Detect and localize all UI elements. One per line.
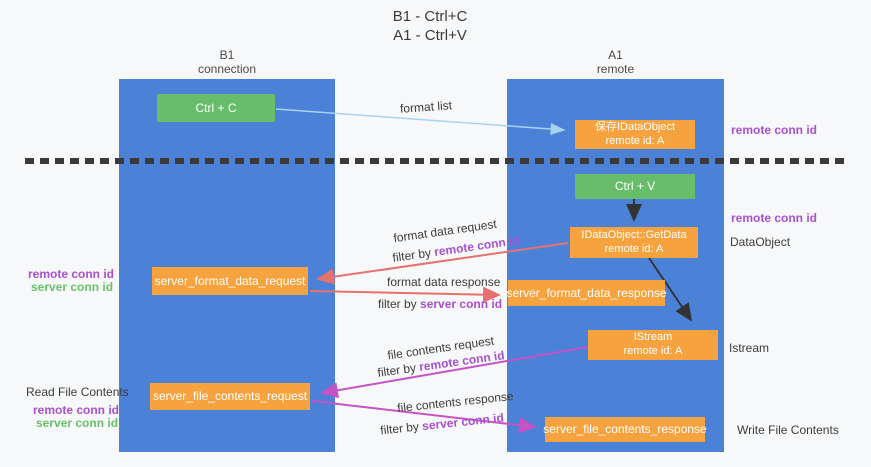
node-file-response-label: server_file_contents_response	[543, 422, 707, 436]
arrow-file-contents-response	[311, 400, 537, 434]
lane-b1-role: connection	[197, 62, 257, 76]
node-getdata-line2: remote id: A	[604, 242, 664, 255]
node-server-file-contents-response: server_file_contents_response	[543, 417, 707, 442]
annotation-istream: Istream	[729, 341, 770, 355]
node-format-response-label: server_format_data_response	[506, 285, 667, 300]
label-filter-by-server-1: filter by server conn id	[378, 297, 502, 311]
node-ctrl-v-label: Ctrl + V	[614, 179, 656, 193]
node-server-file-contents-request: server_file_contents_request	[150, 383, 310, 410]
arrow-file-contents-request	[320, 346, 589, 399]
node-istream-line2: remote id: A	[623, 345, 683, 357]
node-ctrl-v: Ctrl + V	[575, 174, 695, 199]
lane-a1-name: A1	[608, 48, 623, 62]
label-format-data-response: format data response	[387, 275, 500, 289]
server-conn-id-text: server conn id	[420, 297, 503, 311]
annotation-dataobject: DataObject	[730, 235, 791, 249]
diagram-title: B1 - Ctrl+C A1 - Ctrl+V	[0, 7, 860, 45]
annotation-remote-conn-id-mid: remote conn id	[731, 211, 818, 225]
node-save-idataobject: 保存IDataObject remote id: A	[575, 120, 695, 149]
annotation-remote-conn-id-top: remote conn id	[731, 123, 818, 137]
node-save-idataobject-line2: remote id: A	[605, 134, 665, 147]
filter-by-text: filter by	[378, 297, 417, 311]
annotation-left-remote-conn-id-2: remote conn id	[33, 403, 120, 417]
node-server-format-data-response: server_format_data_response	[506, 280, 667, 306]
arrow-format-list	[275, 108, 566, 136]
title-line-1: B1 - Ctrl+C	[392, 8, 468, 25]
node-ctrl-c: Ctrl + C	[157, 94, 275, 122]
label-format-data-response-text: format data response	[387, 275, 501, 289]
annotation-left-remote-conn-id-1: remote conn id	[28, 267, 115, 281]
node-istream-line1: IStream	[633, 331, 673, 344]
arrow-getdata-to-istream	[648, 257, 693, 322]
title-line-2: A1 - Ctrl+V	[393, 27, 467, 44]
node-idataobject-getdata: IDataObject::GetData remote id: A	[570, 227, 698, 258]
lane-header-a1: A1 remote	[507, 48, 724, 76]
lane-b1-name: B1	[219, 48, 235, 62]
annotation-read-file-contents: Read File Contents	[26, 385, 129, 399]
dashed-divider	[25, 158, 845, 164]
node-file-request-label: server_file_contents_request	[152, 389, 308, 403]
arrow-format-data-request	[316, 242, 569, 285]
node-getdata-line1: IDataObject::GetData	[581, 228, 687, 241]
node-ctrl-c-label: Ctrl + C	[195, 100, 237, 115]
arrow-format-data-response	[309, 286, 501, 303]
annotation-left-server-conn-id-1: server conn id	[31, 280, 114, 294]
node-save-idataobject-line1: 保存IDataObject	[594, 120, 676, 133]
node-istream: IStream remote id: A	[588, 330, 718, 360]
node-server-format-data-request: server_format_data_request	[152, 267, 308, 295]
lane-header-b1: B1 connection	[119, 48, 335, 76]
annotation-left-server-conn-id-2: server conn id	[36, 416, 119, 430]
lane-a1-role: remote	[596, 62, 635, 76]
node-format-request-label: server_format_data_request	[154, 273, 306, 288]
annotation-write-file-contents: Write File Contents	[737, 423, 839, 437]
